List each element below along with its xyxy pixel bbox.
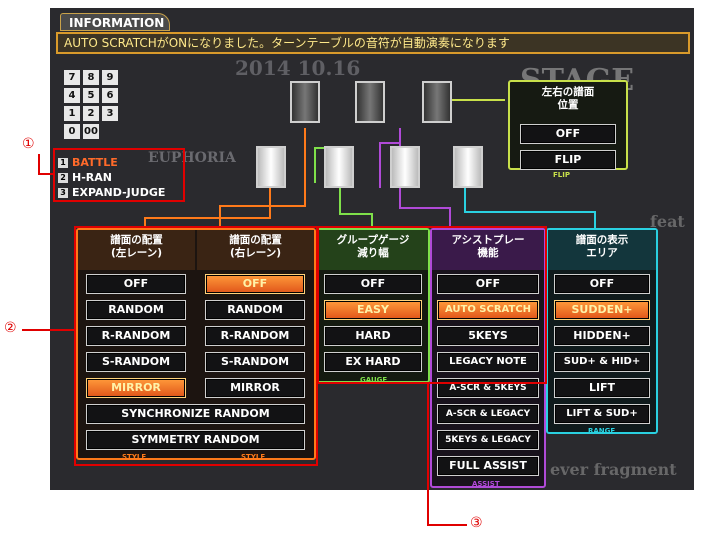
gauge-title: グループゲージ 減り幅: [336, 234, 410, 259]
style-right-r-random-button[interactable]: R-RANDOM: [205, 326, 305, 346]
gauge-ex-hard-button[interactable]: EX HARD: [324, 352, 422, 372]
style-highlight-box: [74, 226, 318, 466]
style-left-footer: STYLE: [122, 453, 147, 461]
lane-5: [422, 81, 452, 123]
key-5[interactable]: 5: [83, 88, 99, 103]
information-message: AUTO SCRATCHがONになりました。ターンテーブルの音符が自動演奏になり…: [56, 32, 690, 54]
synchronize-random-button[interactable]: SYNCHRONIZE RANDOM: [86, 404, 305, 424]
style-right-header: 譜面の配置 (右レーン): [197, 230, 314, 270]
option-expand-judge[interactable]: 3 EXPAND-JUDGE: [58, 185, 165, 200]
assist-off-button[interactable]: OFF: [437, 274, 539, 294]
gauge-hard-button[interactable]: HARD: [324, 326, 422, 346]
bg-song-2: ever fragment: [550, 460, 677, 479]
flip-panel: 左右の譜面 位置 OFF FLIP: [508, 80, 628, 170]
style-right-off-button[interactable]: OFF: [205, 274, 305, 294]
gauge-easy-button[interactable]: EASY: [324, 300, 422, 320]
flip-panel-title: 左右の譜面 位置: [541, 86, 595, 111]
range-lift-button[interactable]: LIFT: [554, 378, 650, 398]
assist-ascr-legacy-button[interactable]: A-SCR & LEGACY: [437, 404, 539, 424]
assist-5keys-button[interactable]: 5KEYS: [437, 326, 539, 346]
key-0[interactable]: 0: [64, 124, 80, 139]
assist-5keys-legacy-button[interactable]: 5KEYS & LEGACY: [437, 430, 539, 450]
key-8[interactable]: 8: [83, 70, 99, 85]
bg-song: EUPHORIA: [148, 150, 236, 166]
gauge-assist-highlight-box: [317, 226, 547, 384]
option-h-ran[interactable]: 2 H-RAN: [58, 170, 165, 185]
assist-header: アシストプレー 機能: [432, 230, 544, 270]
range-off-button[interactable]: OFF: [554, 274, 650, 294]
option-battle[interactable]: 1 BATTLE: [58, 155, 165, 170]
option-number: 2: [58, 172, 68, 183]
flip-flip-button[interactable]: FLIP: [520, 150, 616, 170]
key-3[interactable]: 3: [102, 106, 118, 121]
annotation-3-line-v: [427, 384, 429, 526]
style-right-random-button[interactable]: RANDOM: [205, 300, 305, 320]
flip-off-button[interactable]: OFF: [520, 124, 616, 144]
bg-date: 2014 10.16: [235, 56, 361, 80]
style-left-random-button[interactable]: RANDOM: [86, 300, 186, 320]
range-panel: 譜面の表示 エリア OFF SUDDEN+ HIDDEN+ SUD+ & HID…: [546, 228, 658, 435]
range-hidden-button[interactable]: HIDDEN+: [554, 326, 650, 346]
style-left-off-button[interactable]: OFF: [86, 274, 186, 294]
annotation-2-line: [22, 329, 74, 331]
symmetry-random-button[interactable]: SYMMETRY RANDOM: [86, 430, 305, 450]
option-label: H-RAN: [72, 171, 112, 184]
assist-legacy-note-button[interactable]: LEGACY NOTE: [437, 352, 539, 372]
lane-6: [390, 146, 420, 188]
assist-footer: ASSIST: [472, 480, 500, 488]
annotation-1: ①: [22, 136, 35, 152]
range-header: 譜面の表示 エリア: [548, 230, 656, 270]
key-9[interactable]: 9: [102, 70, 118, 85]
style-right-s-random-button[interactable]: S-RANDOM: [205, 352, 305, 372]
option-number: 3: [58, 187, 68, 198]
option-label: BATTLE: [72, 156, 118, 169]
style-left-title: 譜面の配置 (左レーン): [110, 234, 163, 259]
range-lift-sud-button[interactable]: LIFT & SUD+: [554, 404, 650, 424]
game-screen: 2014 10.16 STAGE EUPHORIA ever fragment …: [50, 8, 694, 490]
style-right-title: 譜面の配置 (右レーン): [229, 234, 282, 259]
gauge-panel: グループゲージ 減り幅 OFF EASY HARD EX HARD GAUGE: [316, 228, 430, 384]
lane-3: [355, 81, 385, 123]
lane-7: [453, 146, 483, 188]
lane-4: [324, 146, 354, 188]
option-number: 1: [58, 157, 68, 168]
flip-footer: FLIP: [553, 171, 570, 179]
annotation-1-line: [38, 154, 40, 174]
option-label: EXPAND-JUDGE: [72, 186, 166, 199]
style-left-r-random-button[interactable]: R-RANDOM: [86, 326, 186, 346]
assist-full-assist-button[interactable]: FULL ASSIST: [437, 456, 539, 476]
style-panel: 譜面の配置 (左レーン) 譜面の配置 (右レーン) OFF RANDOM R-R…: [76, 228, 316, 461]
annotation-2: ②: [4, 320, 17, 336]
style-left-header: 譜面の配置 (左レーン): [78, 230, 195, 270]
key-1[interactable]: 1: [64, 106, 80, 121]
style-right-mirror-button[interactable]: MIRROR: [205, 378, 305, 398]
annotation-3-line-h: [427, 524, 467, 526]
assist-title: アシストプレー 機能: [451, 234, 525, 259]
bg-feat: feat: [650, 212, 685, 231]
range-sudden-button[interactable]: SUDDEN+: [554, 300, 650, 320]
play-options-list: 1 BATTLE 2 H-RAN 3 EXPAND-JUDGE: [58, 155, 165, 200]
key-00[interactable]: 00: [83, 124, 99, 139]
gauge-header: グループゲージ 減り幅: [318, 230, 428, 270]
range-title: 譜面の表示 エリア: [575, 234, 629, 259]
gauge-footer: GAUGE: [360, 376, 388, 384]
key-2[interactable]: 2: [83, 106, 99, 121]
options-highlight-box: [53, 148, 185, 202]
information-tag: INFORMATION: [60, 13, 170, 31]
annotation-1-line-h: [38, 173, 54, 175]
assist-auto-scratch-button[interactable]: AUTO SCRATCH: [437, 300, 539, 320]
gauge-off-button[interactable]: OFF: [324, 274, 422, 294]
style-left-s-random-button[interactable]: S-RANDOM: [86, 352, 186, 372]
key-7[interactable]: 7: [64, 70, 80, 85]
style-left-mirror-button[interactable]: MIRROR: [86, 378, 186, 398]
range-sud-hid-button[interactable]: SUD+ & HID+: [554, 352, 650, 372]
lane-1: [290, 81, 320, 123]
lane-2: [256, 146, 286, 188]
style-right-footer: STYLE: [241, 453, 266, 461]
range-footer: RANGE: [588, 427, 616, 435]
annotation-3: ③: [470, 515, 483, 531]
key-4[interactable]: 4: [64, 88, 80, 103]
key-6[interactable]: 6: [102, 88, 118, 103]
